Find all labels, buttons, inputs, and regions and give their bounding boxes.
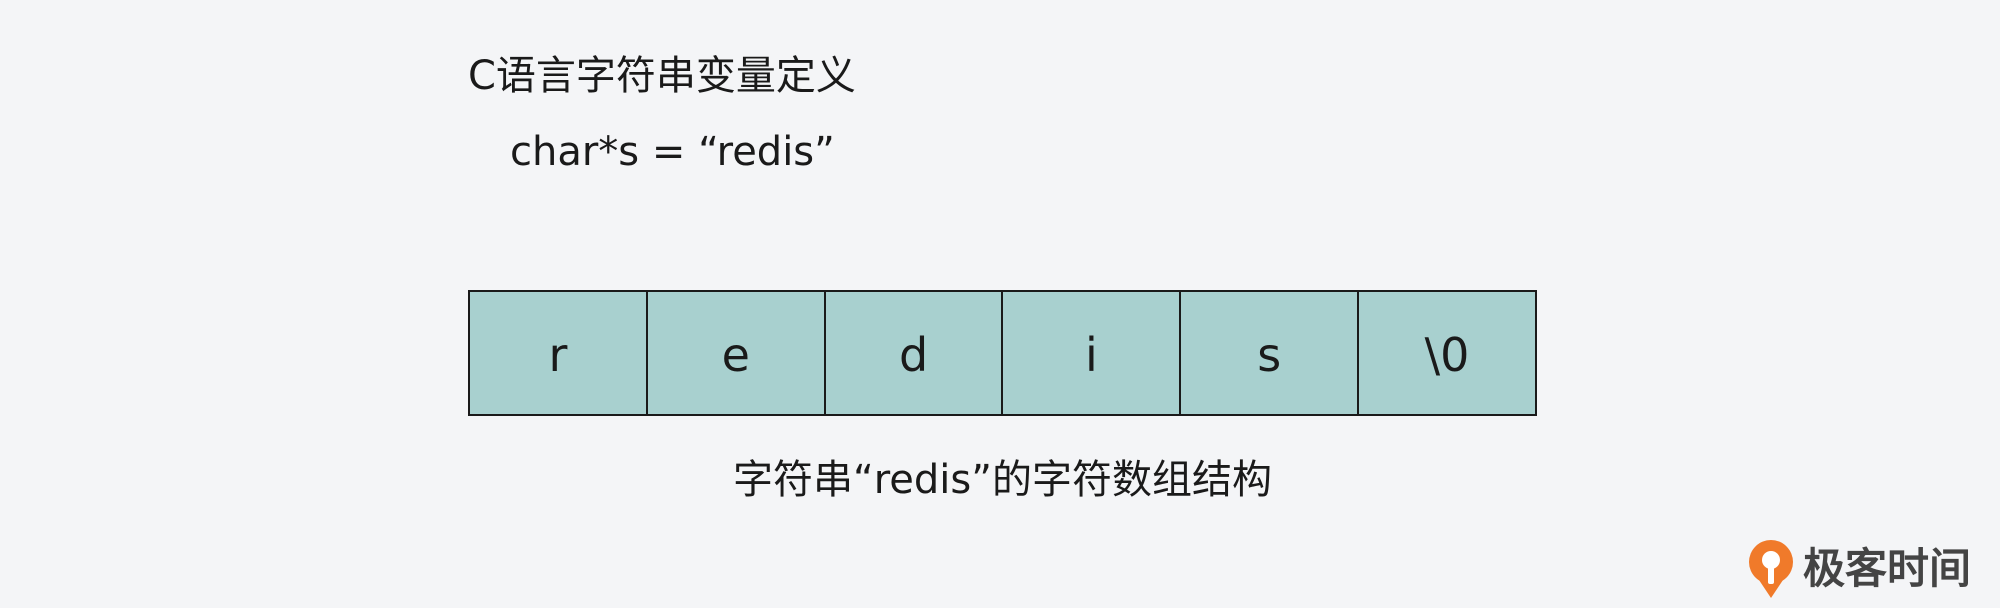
diagram-caption: 字符串“redis”的字符数组结构: [733, 457, 1272, 503]
array-cell-d: d: [826, 292, 1004, 414]
char-array: r e d i s \0: [468, 290, 1537, 416]
brand-logo-text: 极客时间: [1803, 544, 1972, 593]
geektime-logo-icon: [1749, 540, 1793, 598]
code-line: char*s = “redis”: [510, 129, 835, 175]
array-cell-null-terminator: \0: [1424, 328, 1470, 382]
array-cell-r: r: [470, 292, 648, 414]
array-cell-s: s: [1181, 292, 1360, 414]
diagram-heading: C语言字符串变量定义: [468, 53, 856, 99]
array-cell-e: e: [648, 292, 826, 414]
brand-logo: 极客时间: [1745, 538, 1971, 600]
array-cell-i: i: [1003, 292, 1182, 414]
